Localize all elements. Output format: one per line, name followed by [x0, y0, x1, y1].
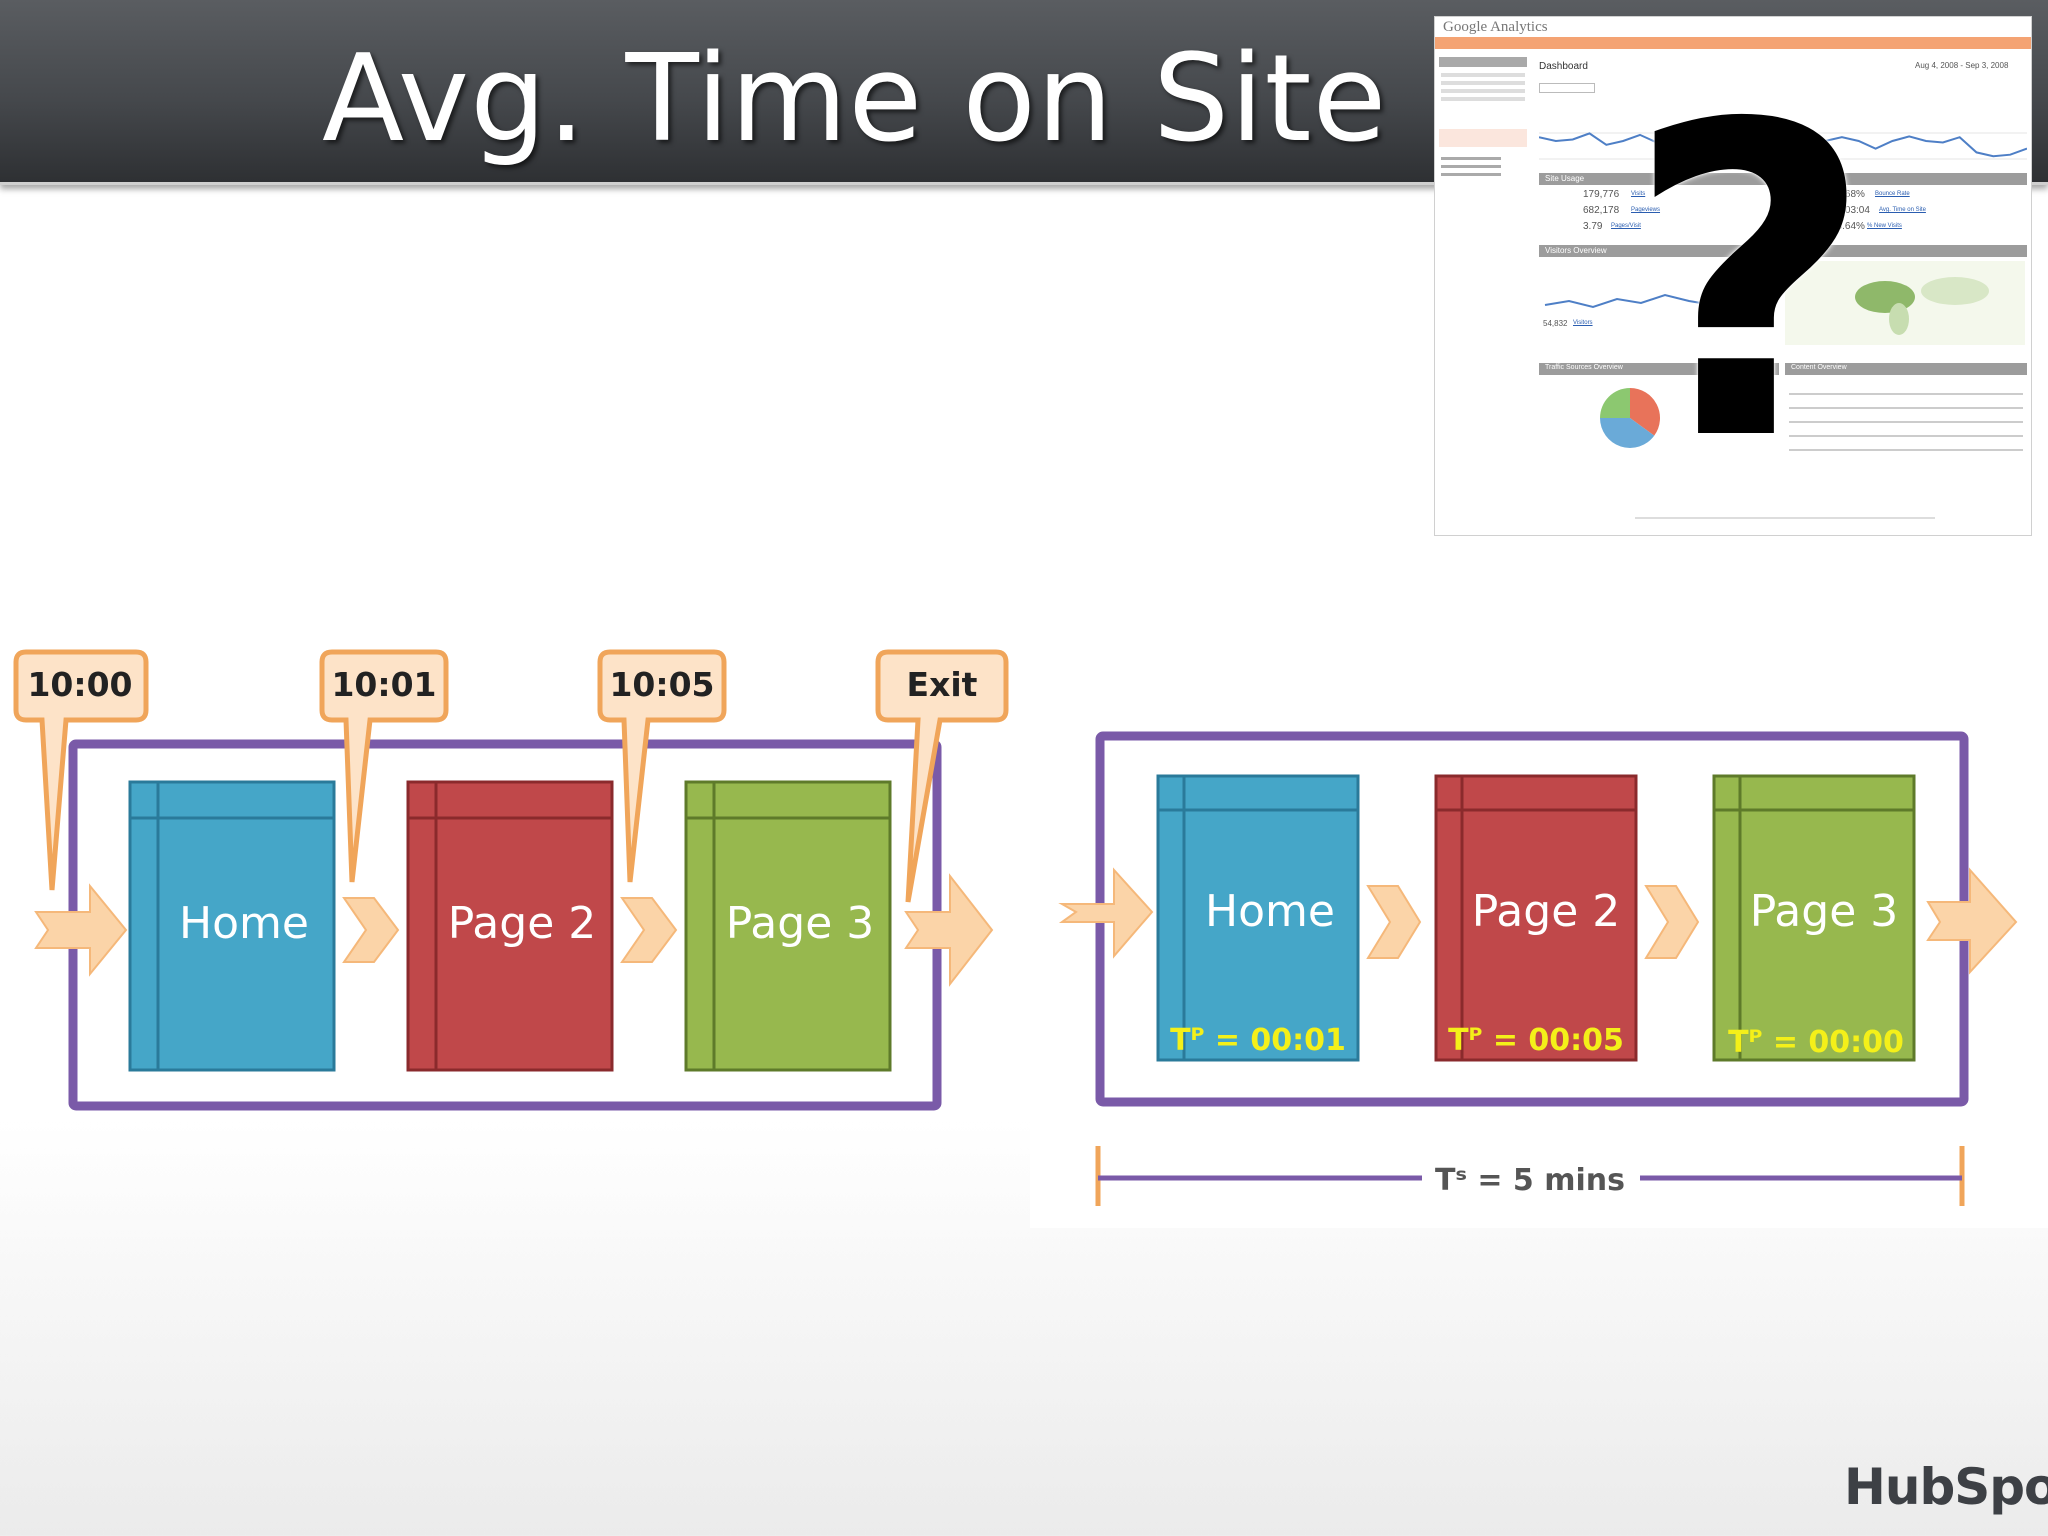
entry-arrow-icon: [34, 883, 128, 977]
ga-traffic-pie: [1600, 388, 1660, 448]
chevron-arrow-icon: [1644, 885, 1700, 959]
question-mark-icon: ?: [1625, 35, 1875, 535]
ga-new-visits-link[interactable]: % New Visits: [1867, 223, 1902, 229]
pie-slice: [1600, 388, 1630, 418]
left-page-home: Home: [128, 780, 336, 1072]
ga-page-title: Dashboard: [1539, 61, 1588, 72]
ga-visits-link[interactable]: Visits: [1631, 191, 1646, 197]
right-page-home-label: Home: [1205, 886, 1335, 937]
right-page-2: Page 2 Tᴾ = 00:05: [1434, 774, 1638, 1062]
ga-traffic-heading: Traffic Sources Overview: [1545, 364, 1623, 371]
right-page-2-label: Page 2: [1472, 886, 1621, 937]
right-page-3-time: Tᴾ = 00:00: [1728, 1025, 1904, 1060]
ga-brand: Google Analytics: [1443, 19, 1548, 35]
left-page-2-label: Page 2: [448, 898, 597, 949]
ga-time-on-site-value: 00:03:04: [1831, 205, 1870, 216]
ga-bounce-rate-link[interactable]: Bounce Rate: [1875, 191, 1910, 197]
exit-arrow-icon: [904, 873, 994, 987]
right-page-3: Page 3 Tᴾ = 00:00: [1712, 774, 1916, 1062]
chevron-arrow-icon: [620, 897, 678, 963]
ga-date-range: Aug 4, 2008 - Sep 3, 2008: [1915, 61, 2009, 70]
left-page-3-label: Page 3: [726, 898, 875, 949]
callout-exit: Exit: [875, 649, 1009, 903]
page-flow-diagrams: 10:00 10:01 10:05 Exit Home: [13, 649, 2018, 1206]
right-page-home: Home Tᴾ = 00:01: [1156, 774, 1360, 1062]
slide-title: Avg. Time on Site: [322, 30, 1388, 169]
ga-visitors-link[interactable]: Visitors: [1573, 320, 1593, 326]
analytics-dashboard-screenshot: Google Analytics Dashboard Aug 4, 2008 -…: [1434, 16, 2032, 536]
session-time-bracket: Tˢ = 5 mins: [1095, 1146, 1965, 1206]
right-session-diagram: Home Tᴾ = 00:01 Page 2 Tᴾ = 00:05 Page 3…: [1058, 731, 2018, 1206]
ga-visitors-sparkline: [1544, 293, 1778, 309]
right-page-3-label: Page 3: [1750, 886, 1899, 937]
ga-pageviews-value: 682,178: [1583, 205, 1620, 216]
pie-slice: [1600, 418, 1655, 448]
chevron-arrow-icon: [342, 897, 400, 963]
ga-bounce-rate-value: 52.68%: [1831, 189, 1865, 200]
callout-time-2: 10:01: [319, 649, 449, 883]
ga-world-map: [1785, 261, 2025, 345]
hubspot-logo: HubSpot: [1844, 1458, 2048, 1516]
callout-time-1: 10:00: [13, 649, 149, 891]
callout-time-3: 10:05: [597, 649, 727, 883]
ga-site-usage-heading: Site Usage: [1545, 174, 1585, 183]
callout-time-3-label: 10:05: [609, 665, 714, 704]
ga-visitors-value: 54,832: [1543, 319, 1568, 328]
ga-visitors-heading: Visitors Overview: [1545, 246, 1607, 255]
hubspot-logo-text: HubSpot: [1844, 1458, 2048, 1516]
session-time-label: Tˢ = 5 mins: [1435, 1163, 1625, 1198]
ga-pages-per-visit-value: 3.79: [1583, 221, 1603, 232]
ga-pageviews-link[interactable]: Pageviews: [1631, 207, 1661, 213]
callout-exit-label: Exit: [907, 665, 978, 704]
ga-visits-value: 179,776: [1583, 189, 1620, 200]
right-page-2-time: Tᴾ = 00:05: [1448, 1023, 1624, 1058]
ga-time-on-site-link[interactable]: Avg. Time on Site: [1879, 207, 1926, 213]
exit-arrow-icon: [1926, 867, 2018, 975]
ga-new-visits-value: 23.64%: [1831, 221, 1865, 232]
chevron-arrow-icon: [1366, 885, 1422, 959]
entry-arrow-icon: [1058, 867, 1154, 959]
pie-slice: [1630, 388, 1660, 436]
left-page-3: Page 3: [684, 780, 892, 1072]
right-page-home-time: Tᴾ = 00:01: [1170, 1023, 1346, 1058]
left-page-2: Page 2: [406, 780, 614, 1072]
ga-pages-per-visit-link[interactable]: Pages/Visit: [1611, 223, 1641, 229]
left-page-home-label: Home: [179, 898, 309, 949]
ga-visits-line-chart: [1539, 103, 2027, 179]
ga-content-heading: Content Overview: [1791, 364, 1847, 371]
left-session-diagram: 10:00 10:01 10:05 Exit Home: [13, 649, 1009, 1111]
callout-time-2-label: 10:01: [331, 665, 436, 704]
callout-time-1-label: 10:00: [27, 665, 132, 704]
